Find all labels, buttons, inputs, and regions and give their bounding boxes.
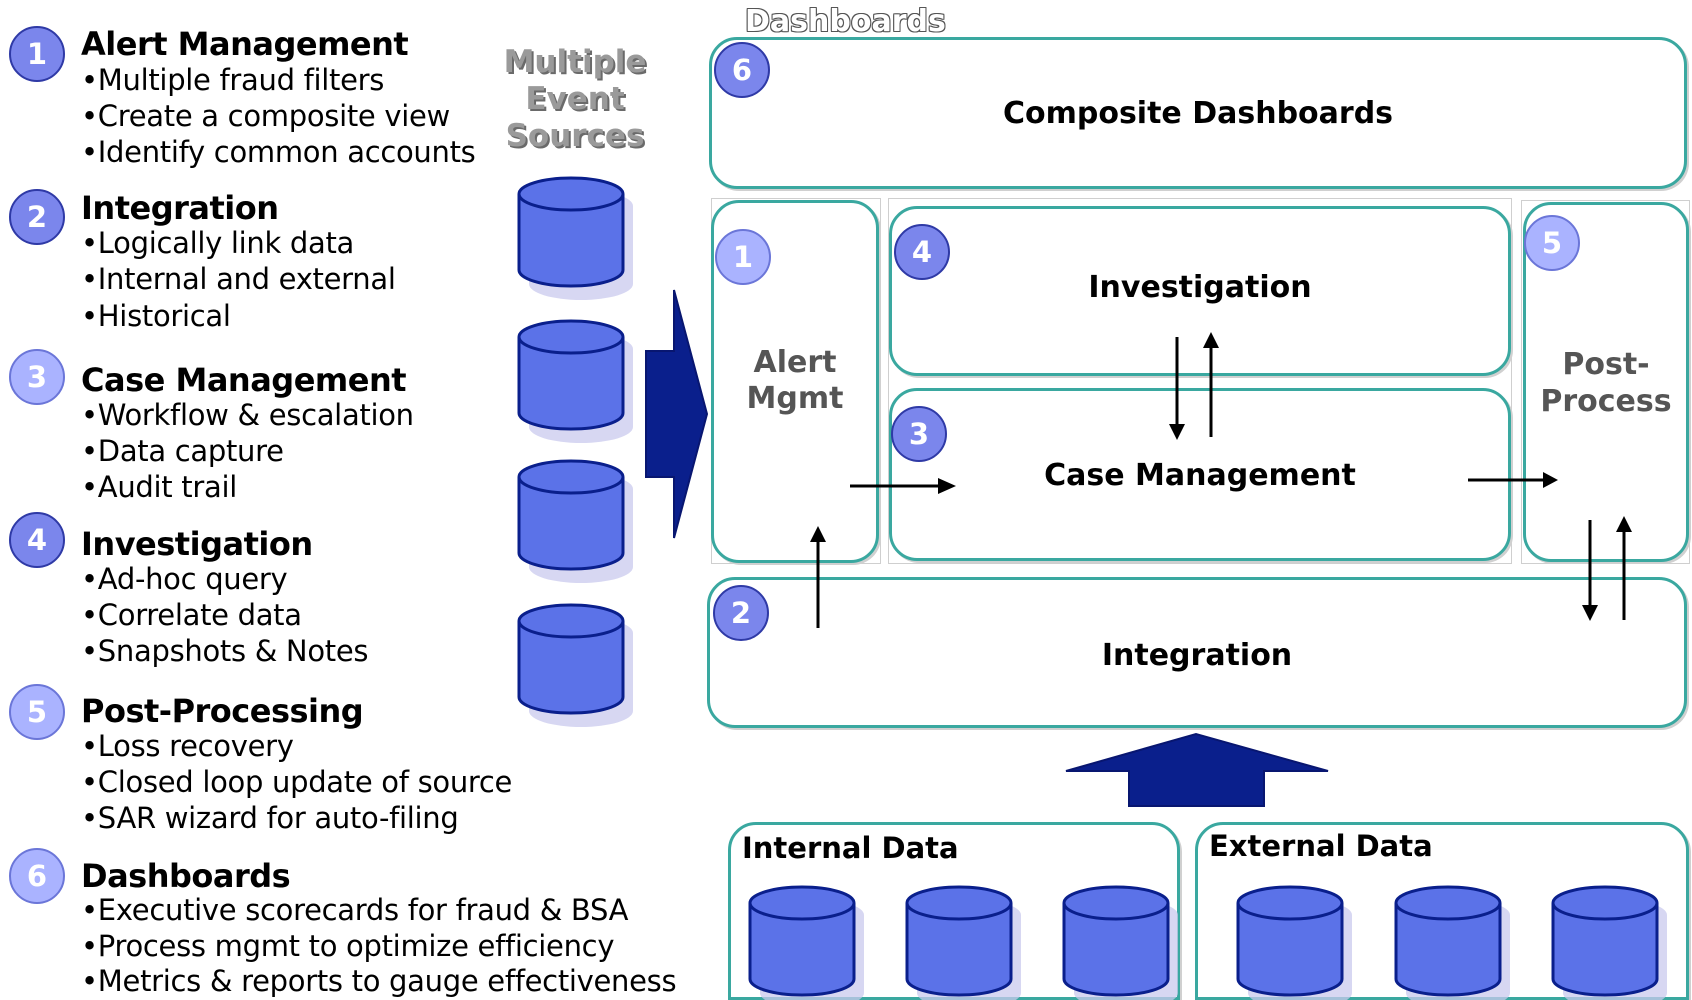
step-6-item-3: •Metrics & reports to gauge effectivenes…: [81, 964, 677, 998]
big-right-arrow-icon: [645, 289, 709, 539]
step-1-item-3: •Identify common accounts: [81, 135, 476, 169]
step-3-item-1: •Workflow & escalation: [81, 398, 414, 432]
step-4-title: Investigation: [81, 525, 313, 563]
step-1-item-1: •Multiple fraud filters: [81, 63, 385, 97]
step-3-item-3: •Audit trail: [81, 470, 237, 504]
step-5-item-1: •Loss recovery: [81, 729, 294, 763]
composite-dashboards-label: Composite Dashboards: [1002, 96, 1394, 131]
composite-dashboards-badge: 6: [714, 42, 770, 98]
step-5-badge: 5: [9, 684, 65, 740]
alert-mgmt-line-2: Mgmt: [746, 381, 844, 416]
event-source-db-1-icon: [517, 176, 635, 302]
step-3-item-2: •Data capture: [81, 434, 284, 468]
step-6-item-1: •Executive scorecards for fraud & BSA: [81, 893, 629, 927]
integration-badge: 2: [713, 585, 769, 641]
step-2-item-1: •Logically link data: [81, 226, 354, 260]
internal-db-3-icon: [1062, 885, 1180, 1000]
step-5-item-2: •Closed loop update of source: [81, 765, 513, 799]
step-6-item-2: •Process mgmt to optimize efficiency: [81, 929, 615, 963]
post-process-label: Post- Process: [1523, 346, 1689, 420]
step-5-item-3: •SAR wizard for auto-filing: [81, 801, 459, 835]
step-4-badge: 4: [9, 512, 65, 568]
event-sources-label: Multiple Event Sources: [500, 44, 650, 155]
internal-db-2-icon: [905, 885, 1023, 1000]
internal-db-1-icon: [748, 885, 866, 1000]
big-up-arrow-icon: [1065, 732, 1329, 807]
integration-box: [707, 577, 1687, 728]
event-sources-line-2: Event: [525, 81, 625, 117]
flow-arrows: [816, 337, 1626, 628]
alert-mgmt-line-1: Alert: [753, 345, 837, 380]
investigation-box: [889, 206, 1511, 376]
step-3-title: Case Management: [81, 361, 407, 399]
composite-dashboards-box: [709, 37, 1687, 189]
investigation-badge: 4: [894, 224, 950, 280]
integration-label: Integration: [1101, 638, 1293, 673]
external-data-label: External Data: [1209, 829, 1433, 863]
case-management-box: [889, 388, 1511, 561]
step-2-item-3: •Historical: [81, 299, 231, 333]
case-management-label: Case Management: [1044, 458, 1356, 493]
external-db-3-icon: [1551, 885, 1669, 1000]
step-2-title: Integration: [81, 189, 279, 227]
post-process-badge: 5: [1524, 215, 1580, 271]
step-3-badge: 3: [9, 349, 65, 405]
step-4-item-1: •Ad-hoc query: [81, 562, 288, 596]
post-process-line-2: Process: [1540, 384, 1672, 419]
event-source-db-3-icon: [517, 459, 635, 585]
step-1-item-2: •Create a composite view: [81, 99, 450, 133]
post-process-panel: [1521, 200, 1690, 564]
event-sources-line-1: Multiple: [503, 44, 647, 80]
external-db-1-icon: [1236, 885, 1354, 1000]
post-process-line-1: Post-: [1562, 347, 1650, 382]
internal-data-label: Internal Data: [742, 831, 959, 865]
event-source-db-2-icon: [517, 319, 635, 445]
external-db-2-icon: [1394, 885, 1512, 1000]
step-5-title: Post-Processing: [81, 692, 364, 730]
investigation-case-panel: [888, 198, 1512, 564]
step-6-badge: 6: [9, 848, 65, 904]
step-2-badge: 2: [9, 189, 65, 245]
case-management-badge: 3: [891, 406, 947, 462]
alert-mgmt-label: Alert Mgmt: [711, 345, 879, 417]
arrowheads: [810, 332, 1632, 621]
step-4-item-3: •Snapshots & Notes: [81, 634, 369, 668]
event-source-db-4-icon: [517, 603, 635, 729]
step-6-title: Dashboards: [81, 857, 291, 895]
step-1-title: Alert Management: [81, 25, 409, 63]
step-4-item-2: •Correlate data: [81, 598, 302, 632]
step-1-badge: 1: [9, 26, 65, 82]
dashboards-heading: Dashboards: [745, 4, 946, 39]
event-sources-line-3: Sources: [505, 118, 645, 154]
investigation-label: Investigation: [1088, 270, 1312, 305]
alert-mgmt-badge: 1: [715, 229, 771, 285]
step-2-item-2: •Internal and external: [81, 262, 396, 296]
